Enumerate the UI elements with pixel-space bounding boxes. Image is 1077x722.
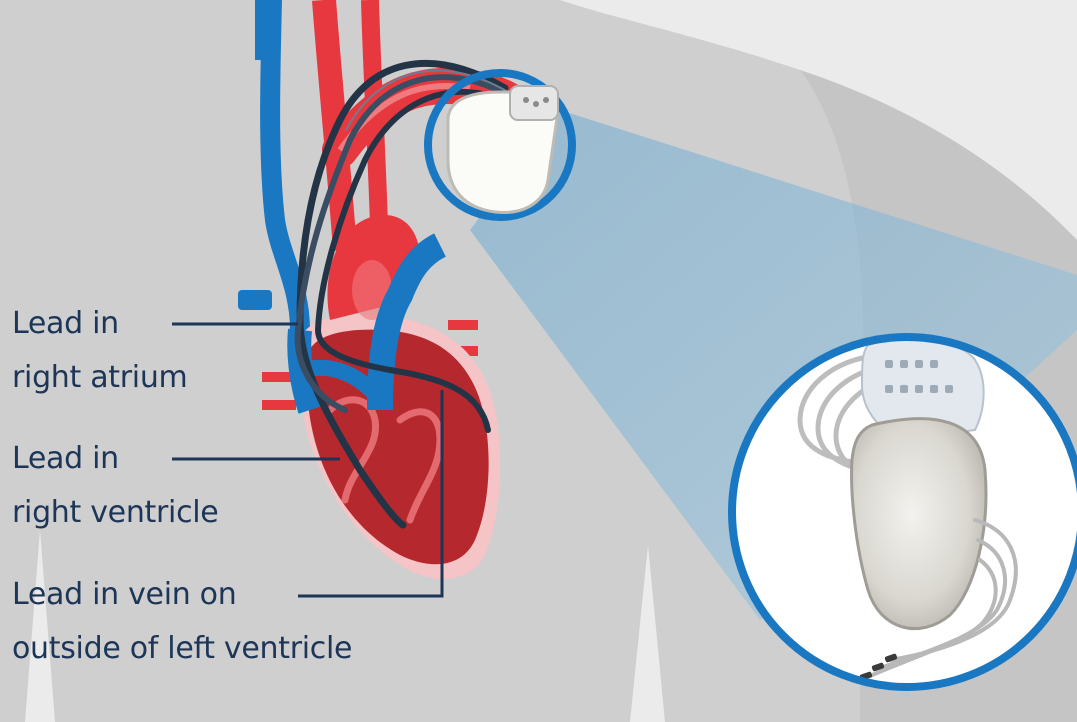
label-right-atrium-line1: Lead in [12, 309, 119, 339]
label-left-ventricle-line2: outside of left ventricle [12, 634, 352, 664]
pacemaker-callout [732, 337, 1077, 687]
label-left-ventricle-line1: Lead in vein on [12, 580, 236, 610]
label-right-ventricle-line1: Lead in [12, 444, 119, 474]
implanted-pacemaker [428, 73, 572, 217]
label-right-ventricle-line2: right ventricle [12, 498, 218, 528]
label-right-atrium-line2: right atrium [12, 363, 187, 393]
